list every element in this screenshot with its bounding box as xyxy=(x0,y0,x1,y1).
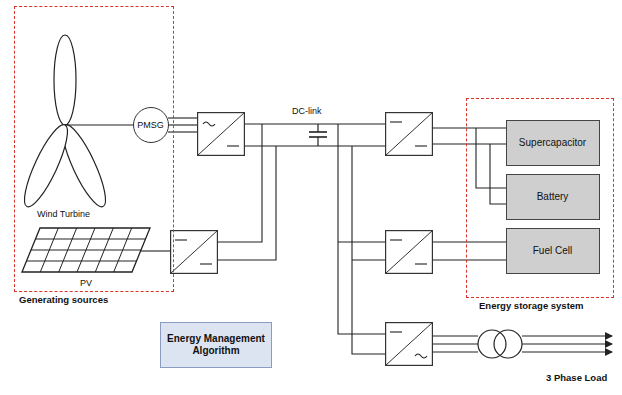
node-text: Fuel Cell xyxy=(533,245,572,256)
node-text: Energy Management Algorithm xyxy=(167,333,265,358)
bus-label: DC-link xyxy=(292,106,322,116)
part-label: PV xyxy=(80,278,92,288)
region-heading: Energy storage system xyxy=(479,300,584,311)
generator-circle: PMSG xyxy=(133,107,169,143)
turbine-shaft xyxy=(65,124,134,125)
control-box: Energy Management Algorithm xyxy=(160,322,272,368)
generating-sources-region: Generating sourcesPMSG xyxy=(14,6,174,292)
region-heading: Generating sources xyxy=(19,294,108,305)
dc-link-capacitor xyxy=(309,124,327,146)
node-text: Supercapacitor xyxy=(519,137,586,148)
storage-box: Supercapacitor xyxy=(506,120,600,166)
transformer-symbol xyxy=(478,330,522,358)
part-label: Wind Turbine xyxy=(37,209,90,219)
node-text: Battery xyxy=(537,191,569,202)
load-label: 3 Phase Load xyxy=(546,372,607,383)
wind-turbine-blades xyxy=(17,35,113,211)
energy-storage-region: Energy storage systemSupercapacitorBatte… xyxy=(466,98,614,298)
storage-box: Battery xyxy=(506,174,600,220)
pv-panel xyxy=(22,228,150,272)
node-text: PMSG xyxy=(137,120,164,130)
storage-box: Fuel Cell xyxy=(506,228,600,274)
